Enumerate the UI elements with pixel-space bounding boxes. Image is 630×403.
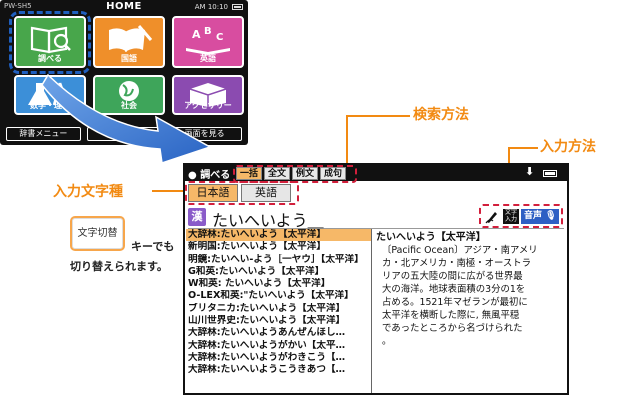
svg-text:C: C: [216, 32, 223, 43]
callout-line: [508, 147, 538, 149]
list-item[interactable]: 大辞林:たいへいよう【太平洋】: [186, 229, 371, 242]
tile-label: アクセサリー: [184, 101, 232, 110]
box-icon: [189, 83, 227, 107]
list-item[interactable]: 大辞林:たいへいようがかい【太平…: [188, 339, 346, 351]
key-note: キーでも: [131, 240, 175, 253]
microphone-icon: 🎙: [545, 211, 557, 221]
list-item[interactable]: G和英:たいへいよう【太平洋】: [188, 265, 325, 277]
tile-eigo[interactable]: A B C 英語: [172, 16, 244, 68]
book-magnifier-icon: [30, 26, 71, 54]
tile-label: 社会: [121, 101, 137, 110]
kanji-mode-icon: 漢: [188, 208, 206, 226]
battery-icon: [543, 170, 557, 177]
search-row: 漢 たいへいよう＿: [188, 207, 564, 230]
dict-title-text: 調べる: [200, 170, 231, 181]
tile-kokugo[interactable]: 国語: [93, 16, 165, 68]
model-name: PW-SH5: [4, 2, 32, 10]
clock: AM 10:10: [194, 3, 228, 11]
selected-tile-highlight: [9, 11, 91, 74]
transition-arrow-icon: [41, 73, 212, 164]
tab-ikkatsu[interactable]: 一括: [236, 167, 263, 180]
result-list: 大辞林:たいへいよう【太平洋】 新明国:たいへいよう【太平洋】 明鏡:たいへい-…: [186, 229, 372, 393]
handwriting-icon[interactable]: [485, 209, 500, 224]
list-item[interactable]: 大辞林:たいへいようあんぜんほし…: [188, 327, 346, 339]
home-title: HOME: [106, 1, 142, 12]
list-item[interactable]: O-LEX和英:"たいへいよう【太平洋】: [188, 290, 354, 302]
definition-line: 〔Pacific Ocean〕アジア・南アメリ: [382, 245, 538, 256]
tile-label: 調べる: [38, 54, 62, 63]
list-item[interactable]: ブリタニカ:たいへいよう【太平洋】: [188, 302, 346, 314]
home-screen: PW-SH5 HOME AM 10:10 調べる 国語 A B C 英語: [0, 0, 248, 145]
battery-icon: [232, 4, 243, 10]
language-highlight: [185, 181, 299, 205]
dict-menu-button[interactable]: 辞書メニュー: [6, 127, 81, 141]
mode-switch-key: 文字切替: [70, 216, 125, 251]
callout-line: [152, 190, 185, 192]
globe-icon: [119, 81, 139, 101]
voice-input-button[interactable]: 音声 🎙: [521, 209, 559, 224]
definition-line: 大の海洋。地球表面積の3分の1を: [382, 284, 526, 295]
callout-line: [346, 115, 410, 117]
home-status-bar: PW-SH5 HOME AM 10:10: [0, 0, 248, 14]
tab-seiku[interactable]: 成句: [320, 167, 347, 180]
tile-label: 英語: [200, 54, 216, 63]
definition-line: リアの五大陸の間に広がる世界最: [382, 271, 523, 282]
list-item[interactable]: 大辞林:たいへいようこうきあつ【…: [188, 364, 346, 376]
tile-shakai[interactable]: 社会: [93, 75, 165, 115]
tile-label: 国語: [121, 54, 137, 63]
list-item[interactable]: 新明国:たいへいよう【太平洋】: [188, 241, 326, 253]
callout-input-type: 入力文字種: [53, 184, 123, 200]
tile-accessory[interactable]: アクセサリー: [172, 75, 244, 115]
search-input[interactable]: たいへいよう＿: [212, 211, 324, 230]
callout-search-method: 検索方法: [413, 107, 469, 123]
definition-headword: たいへいよう【太平洋】: [376, 232, 486, 243]
tab-zenbun[interactable]: 全文: [264, 167, 291, 180]
tile-label: 数学・理科: [30, 101, 70, 110]
callout-line: [346, 115, 348, 164]
tile-shiraberu[interactable]: 調べる: [14, 16, 86, 68]
svg-text:A: A: [192, 28, 201, 41]
definition-line: 占める。1521年マゼランが最初に: [382, 297, 528, 308]
brush-paper-icon: [109, 25, 153, 52]
definition-line: 太平洋を横断した際に, 無風平穏: [382, 310, 520, 321]
abc-book-icon: A B C: [186, 26, 230, 55]
voice-label: 音声: [524, 211, 543, 221]
input-method-highlight: [479, 204, 563, 228]
definition-line: であったところから名づけられた: [382, 323, 523, 334]
definition-panel: たいへいよう【太平洋】 〔Pacific Ocean〕アジア・南アメリ カ・北ア…: [376, 231, 564, 391]
list-item[interactable]: 大辞林:たいへいようがわきこう【…: [188, 351, 346, 363]
dict-title: ● 調べる: [188, 170, 231, 181]
dictionary-screen: ● 調べる ⬇ 一括 全文 例文 成句 日本語 英語 漢 たいへいよう＿ 文字 …: [183, 163, 569, 395]
tab-reibun[interactable]: 例文: [292, 167, 319, 180]
language-tabs: 日本語 英語: [188, 184, 291, 202]
key-note: 切り替えられます。: [70, 260, 168, 273]
definition-body: 〔Pacific Ocean〕アジア・南アメリ カ・北アメリカ・南極・オーストラ…: [376, 244, 564, 348]
list-item[interactable]: 山川世界史:たいへいよう【太平洋】: [188, 315, 346, 327]
tab-japanese[interactable]: 日本語: [188, 184, 238, 202]
definition-line: カ・北アメリカ・南極・オーストラ: [382, 258, 532, 269]
callout-input-method: 入力方法: [540, 139, 596, 155]
list-item[interactable]: 明鏡:たいへい-よう［一ヤウ］【太平洋】: [188, 253, 364, 265]
tab-english[interactable]: 英語: [241, 184, 291, 202]
definition-line: 。: [382, 336, 392, 347]
keyboard-input-icon[interactable]: 文字 入力: [503, 209, 519, 224]
search-mode-tabs: 一括 全文 例文 成句: [236, 167, 347, 180]
list-item[interactable]: W和英: たいへいよう【太平洋】: [188, 278, 331, 290]
svg-text:B: B: [204, 26, 212, 37]
down-arrow-icon: ⬇: [525, 165, 535, 178]
